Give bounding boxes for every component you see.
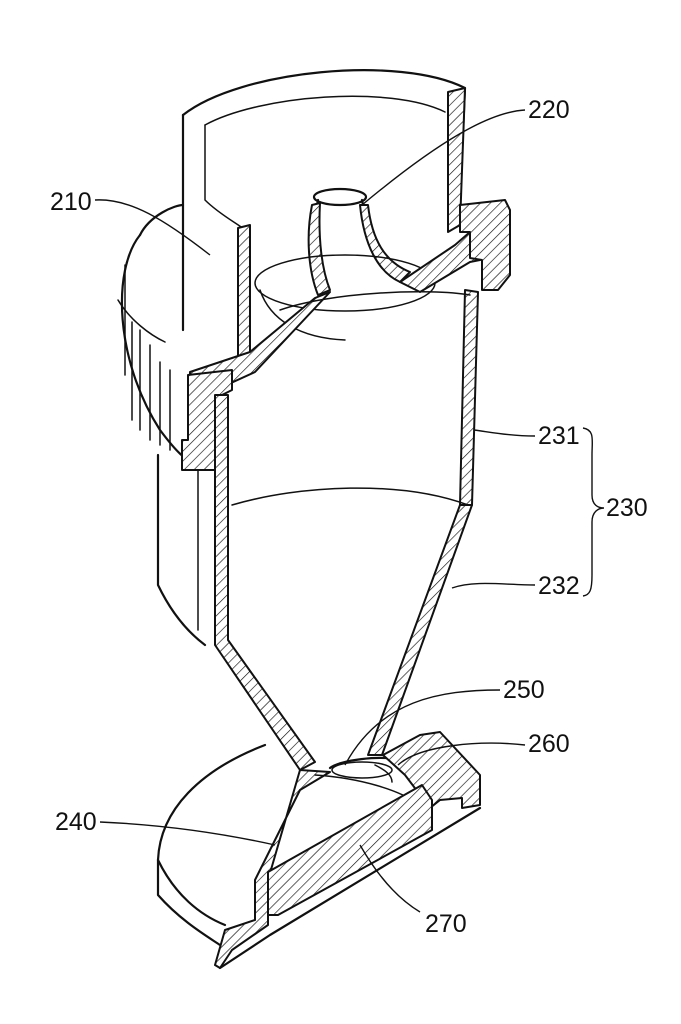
label-250: 250 [503,676,545,704]
label-230: 230 [606,494,648,522]
orifice-valve [328,731,481,809]
leader-lines [94,109,605,913]
label-231: 231 [538,422,580,450]
label-220: 220 [528,96,570,124]
label-270: 270 [425,910,467,938]
label-210: 210 [50,188,92,216]
cap-210 [117,69,467,470]
bottom-plate-270 [218,784,482,970]
label-240: 240 [55,808,97,836]
label-232: 232 [538,572,580,600]
inlet-nozzle-220 [254,187,436,341]
label-260: 260 [528,730,570,758]
chamber-230 [156,289,479,771]
reference-labels: 210 220 231 230 232 250 260 240 270 [50,96,648,938]
bottom-body-240 [156,743,421,969]
